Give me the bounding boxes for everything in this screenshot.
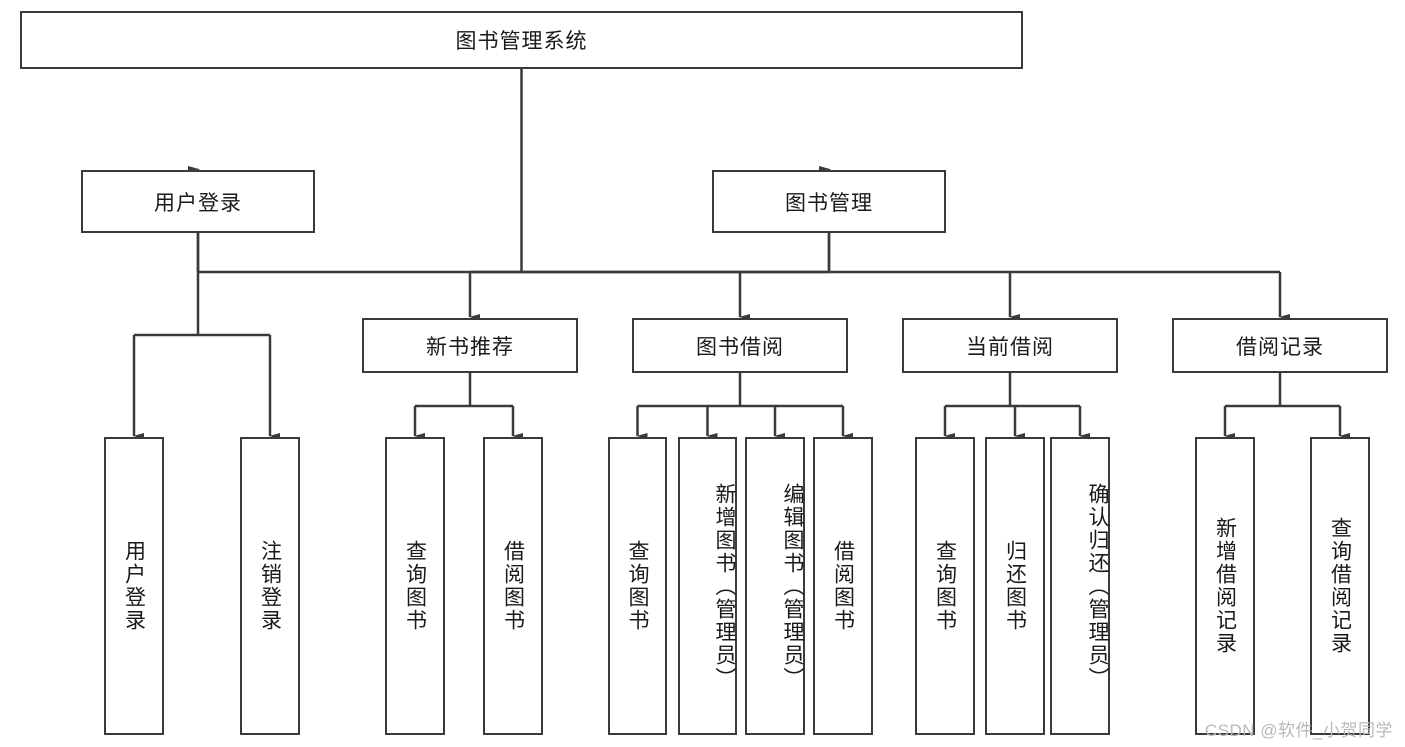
node-borrow-book-1-label: 借阅图书 [501,540,525,632]
node-user-login[interactable]: 用户登录 [81,170,315,233]
node-user-login-do[interactable]: 用户登录 [104,437,164,735]
node-add-book[interactable]: 新增图书（管理员） [678,437,737,735]
node-user-logout-label: 注销登录 [258,540,282,632]
node-confirm-return[interactable]: 确认归还（管理员） [1050,437,1110,735]
watermark-text: CSDN @软件_小贺同学 [1204,721,1393,740]
node-root[interactable]: 图书管理系统 [20,11,1023,69]
node-new-book-recommend-label: 新书推荐 [426,335,514,359]
node-add-borrow-record[interactable]: 新增借阅记录 [1195,437,1255,735]
node-query-borrow-record[interactable]: 查询借阅记录 [1310,437,1370,735]
node-add-borrow-record-label: 新增借阅记录 [1213,517,1237,655]
node-borrow-record[interactable]: 借阅记录 [1172,318,1388,373]
node-return-book[interactable]: 归还图书 [985,437,1045,735]
node-borrow-book-2-label: 借阅图书 [831,540,855,632]
node-confirm-return-label: 确认归还（管理员） [1086,482,1109,690]
node-borrow-book-2[interactable]: 借阅图书 [813,437,873,735]
node-query-book-3-label: 查询图书 [933,540,957,632]
node-borrow-book-1[interactable]: 借阅图书 [483,437,543,735]
node-new-book-recommend[interactable]: 新书推荐 [362,318,578,373]
node-query-book-2[interactable]: 查询图书 [608,437,667,735]
node-borrow-record-label: 借阅记录 [1236,335,1324,359]
node-current-borrow[interactable]: 当前借阅 [902,318,1118,373]
node-query-book-1-label: 查询图书 [403,540,427,632]
node-current-borrow-label: 当前借阅 [966,335,1054,359]
node-query-book-3[interactable]: 查询图书 [915,437,975,735]
node-book-management-label: 图书管理 [785,191,873,215]
node-edit-book-label: 编辑图书（管理员） [781,482,804,690]
node-query-book-1[interactable]: 查询图书 [385,437,445,735]
node-add-book-label: 新增图书（管理员） [713,482,736,690]
node-book-borrow-label: 图书借阅 [696,335,784,359]
node-user-logout[interactable]: 注销登录 [240,437,300,735]
node-query-borrow-record-label: 查询借阅记录 [1328,517,1352,655]
node-root-label: 图书管理系统 [455,30,588,53]
node-query-book-2-label: 查询图书 [626,540,649,632]
node-user-login-do-label: 用户登录 [122,540,146,632]
node-book-borrow[interactable]: 图书借阅 [632,318,848,373]
node-return-book-label: 归还图书 [1003,540,1027,632]
node-edit-book[interactable]: 编辑图书（管理员） [745,437,805,735]
node-user-login-label: 用户登录 [154,191,242,215]
node-book-management[interactable]: 图书管理 [712,170,946,233]
